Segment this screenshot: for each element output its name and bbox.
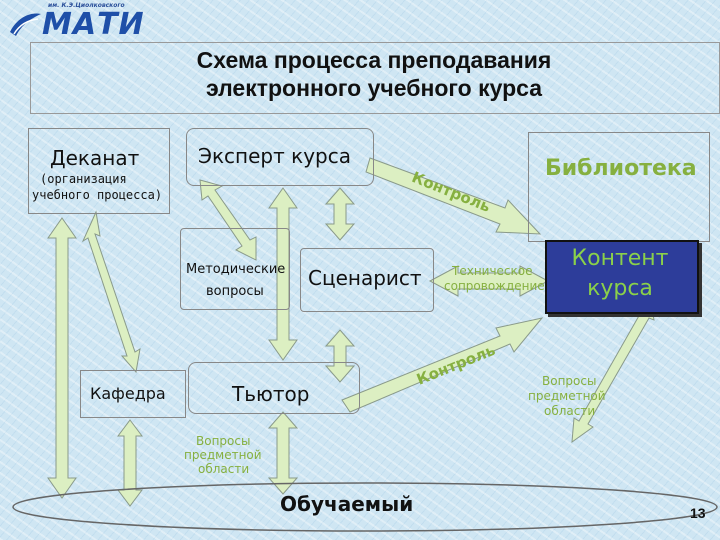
arrow-dekanat-learner <box>47 217 77 499</box>
expert-box <box>186 128 374 186</box>
tech-label-2: сопровождение <box>444 279 545 293</box>
page-title: Схема процесса преподавания электронного… <box>30 46 718 102</box>
dekanat-box <box>28 128 170 214</box>
arrow-kafedra-learner <box>117 419 143 507</box>
logo-text: МАТИ <box>42 7 145 42</box>
arrow-tutor-learner <box>267 411 299 495</box>
arrow-scenarist-tutor <box>324 329 356 383</box>
arrow-control-top <box>365 157 542 235</box>
arrow-subject-right <box>571 297 655 444</box>
learner-label: Обучаемый <box>280 492 414 516</box>
methodical-label-2: вопросы <box>206 284 264 299</box>
logo-swoosh-icon <box>10 13 41 36</box>
content-label-1: Контент <box>571 246 669 271</box>
learner-ellipse <box>12 482 718 532</box>
title-line-2: электронного учебного курса <box>205 75 543 101</box>
methodical-box <box>180 228 290 310</box>
subject-left-1: Вопросы <box>196 434 251 448</box>
dekanat-sub-2: учебного процесса) <box>32 188 163 202</box>
arrow-dekanat-kafedra <box>81 210 141 374</box>
subject-left-2: предметной <box>184 448 262 462</box>
dekanat-label: Деканат <box>50 146 140 170</box>
mati-logo: им. К.Э.Циолковского МАТИ <box>8 2 144 42</box>
kafedra-box <box>80 370 186 418</box>
methodical-label-1: Методические <box>186 262 286 277</box>
arrow-expert-methodical <box>199 179 257 261</box>
arrow-expert-scenarist <box>324 187 356 241</box>
title-line-1: Схема процесса преподавания <box>196 47 552 73</box>
tutor-label: Тьютор <box>232 382 310 406</box>
dekanat-sub-1: (организация <box>40 172 127 186</box>
scenarist-label: Сценарист <box>308 266 422 290</box>
library-box <box>528 132 710 242</box>
arrow-control-bottom <box>341 317 544 413</box>
arrow-expert-tutor <box>268 187 298 361</box>
logo-subtitle: им. К.Э.Циолковского <box>48 2 125 9</box>
subject-right-1: Вопросы <box>542 374 597 388</box>
subject-left-3: области <box>198 462 250 476</box>
subject-right-2: предметной <box>528 389 606 403</box>
kafedra-label: Кафедра <box>90 384 166 403</box>
tutor-box <box>188 362 360 414</box>
subject-right-3: области <box>544 404 596 418</box>
library-label: Библиотека <box>545 156 697 181</box>
content-box <box>545 240 699 314</box>
page-number: 13 <box>690 505 706 521</box>
expert-label: Эксперт курса <box>198 144 351 168</box>
content-label-2: курса <box>587 276 653 301</box>
scenarist-box <box>300 248 434 312</box>
tech-label-1: Техническое <box>452 264 533 278</box>
